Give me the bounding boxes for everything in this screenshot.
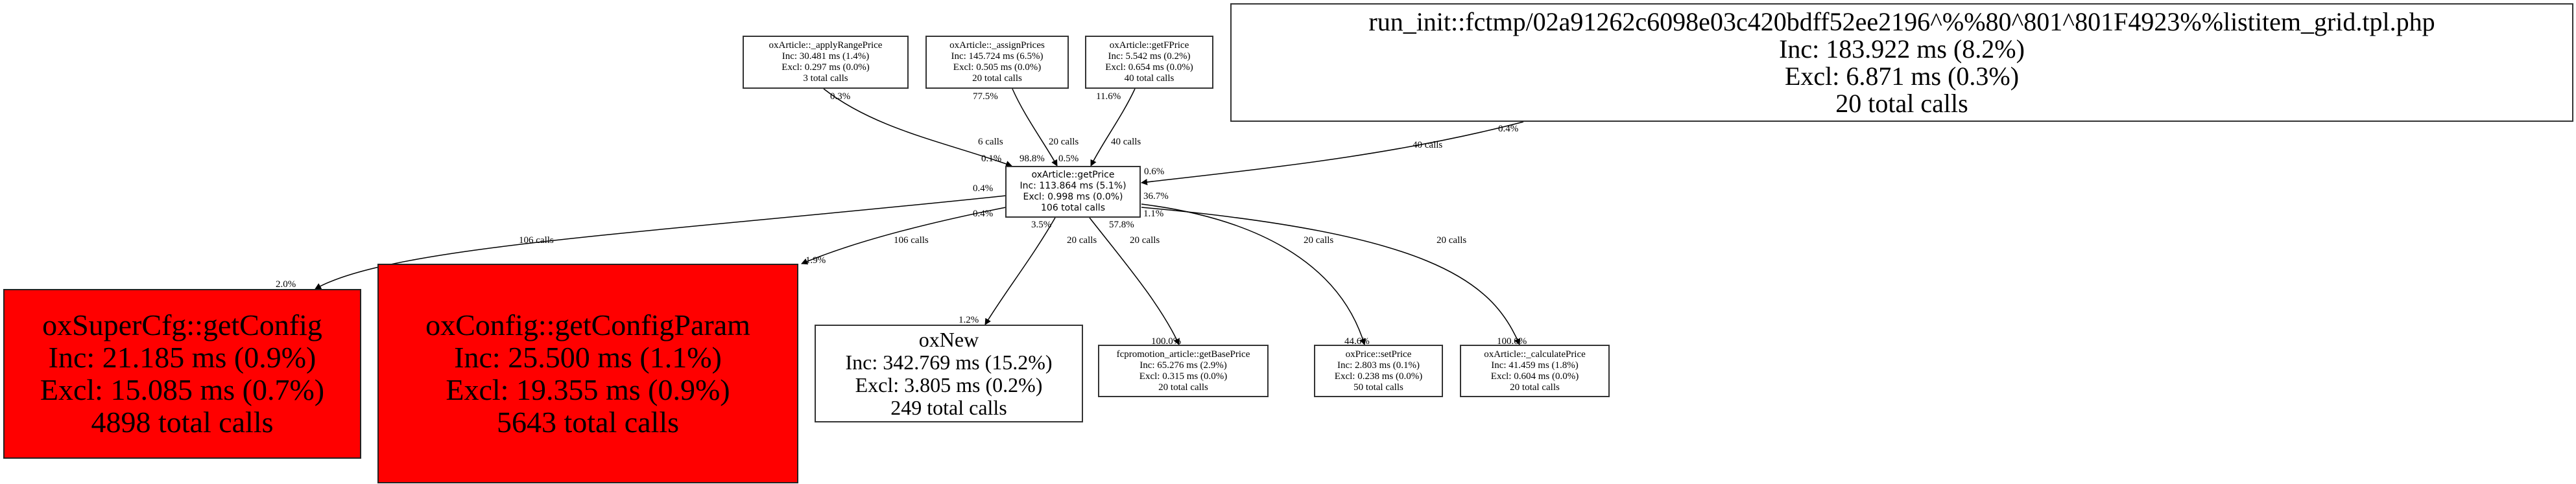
node-calls: 249 total calls [890,395,1007,419]
edge-tail-label: 0.4% [973,209,994,219]
node-inc: Inc: 2.803 ms (0.1%) [1337,360,1420,371]
edge-tail-label: 77.5% [973,91,998,102]
node-excl: Excl: 0.315 ms (0.0%) [1139,371,1228,382]
edge-calls-label: 6 calls [978,137,1003,147]
edge-tail-label: 57.8% [1109,220,1134,230]
edge-calls-label: 106 calls [519,235,554,246]
edge-calls-label: 20 calls [1067,235,1097,246]
node-inc: Inc: 21.185 ms (0.9%) [48,341,316,374]
edge-apply-range-price-to-get-price [823,88,1012,167]
node-inc: Inc: 145.724 ms (6.5%) [951,51,1044,62]
node-excl: Excl: 0.998 ms (0.0%) [1023,192,1123,202]
edge-calls-label: 20 calls [1130,235,1160,246]
node-calls: 20 total calls [1510,382,1560,393]
edge-head-label: 1.2% [959,315,979,325]
node-excl: Excl: 3.805 ms (0.2%) [855,373,1043,397]
node-name: oxConfig::getConfigParam [425,308,750,341]
node-inc: Inc: 183.922 ms (8.2%) [1779,34,2025,63]
edge-head-label: 44.6% [1344,336,1370,347]
node-calls: 3 total calls [803,73,848,84]
node-name: oxArticle::getFPrice [1109,40,1189,51]
node-inc: Inc: 5.542 ms (0.2%) [1108,51,1191,62]
node-name: oxNew [918,327,979,351]
node-name: oxArticle::_applyRangePrice [769,40,883,51]
edge-tail-label: 3.5% [1031,220,1052,230]
edge-tail-label: 36.7% [1143,191,1169,202]
edge-head-label: 98.8% [1020,154,1045,164]
edge-head-label: 100.0% [1151,336,1182,347]
node-name: run_init::fctmp/02a91262c6098e03c420bdff… [1368,6,2435,36]
edge-get-price-to-calculate-price [1141,207,1521,345]
node-name: oxArticle::getPrice [1031,170,1115,180]
node-inc: Inc: 41.459 ms (1.8%) [1491,360,1579,371]
node-excl: Excl: 19.355 ms (0.9%) [446,373,730,406]
node-excl: Excl: 0.604 ms (0.0%) [1490,371,1579,382]
node-excl: Excl: 0.297 ms (0.0%) [781,62,870,73]
edge-get-price-to-get-config-param [801,207,1007,265]
edge-get-price-to-set-price [1141,203,1366,345]
edge-tail-label: 0.4% [1498,124,1519,134]
edge-tail-label: 0.3% [830,91,851,102]
edge-get-price-to-get-config [315,195,1007,290]
edge-calls-label: 20 calls [1304,235,1334,246]
node-calls: 5643 total calls [496,405,680,439]
edge-calls-label: 106 calls [894,235,929,246]
node-excl: Excl: 0.505 ms (0.0%) [953,62,1042,73]
edge-tail-label: 1.1% [1143,209,1164,219]
node-excl: Excl: 6.871 ms (0.3%) [1784,61,2020,91]
node-inc: Inc: 342.769 ms (15.2%) [845,350,1053,374]
edge-head-label: 100.0% [1497,336,1527,347]
edge-calls-label: 40 calls [1413,140,1443,150]
edge-head-label: 0.6% [1144,167,1165,177]
node-name: oxArticle::_calculatePrice [1484,349,1586,360]
node-name: oxSuperCfg::getConfig [42,308,322,341]
node-calls: 50 total calls [1354,382,1403,393]
edge-get-fprice-to-get-price [1090,88,1136,167]
edge-calls-label: 20 calls [1437,235,1467,246]
node-inc: Inc: 65.276 ms (2.9%) [1139,360,1227,371]
node-excl: Excl: 0.238 ms (0.0%) [1334,371,1423,382]
node-calls: 4898 total calls [91,406,274,439]
edge-calls-label: 20 calls [1049,137,1079,147]
edge-calls-label: 40 calls [1111,137,1141,147]
edge-run-init-to-get-price [1141,121,1524,185]
edge-assign-prices-to-get-price [1012,88,1058,167]
node-name: oxPrice::setPrice [1345,349,1412,360]
node-excl: Excl: 0.654 ms (0.0%) [1105,62,1193,73]
edge-head-label: 1.9% [805,255,826,266]
node-calls: 20 total calls [1158,382,1208,393]
edge-head-label: 2.0% [276,279,296,290]
node-calls: 20 total calls [1835,88,1968,118]
edge-get-price-to-ox-new [984,217,1056,325]
node-excl: Excl: 15.085 ms (0.7%) [40,373,325,406]
node-calls: 20 total calls [972,73,1022,84]
node-run-init[interactable]: run_init::fctmp/02a91262c6098e03c420bdff… [1230,3,2573,122]
node-inc: Inc: 30.481 ms (1.4%) [781,51,870,62]
edge-head-label: 0.1% [981,154,1002,164]
node-calls: 40 total calls [1124,73,1175,84]
node-inc: Inc: 25.500 ms (1.1%) [454,340,722,374]
edge-tail-label: 11.6% [1096,91,1121,102]
node-name: fcpromotion_article::getBasePrice [1116,349,1250,360]
node-inc: Inc: 113.864 ms (5.1%) [1020,181,1127,191]
node-calls: 106 total calls [1041,203,1105,213]
edge-get-price-to-get-base-price [1089,217,1180,345]
node-name: oxArticle::_assignPrices [949,40,1045,51]
edge-tail-label: 0.4% [973,183,994,194]
edge-head-label: 0.5% [1058,154,1079,164]
